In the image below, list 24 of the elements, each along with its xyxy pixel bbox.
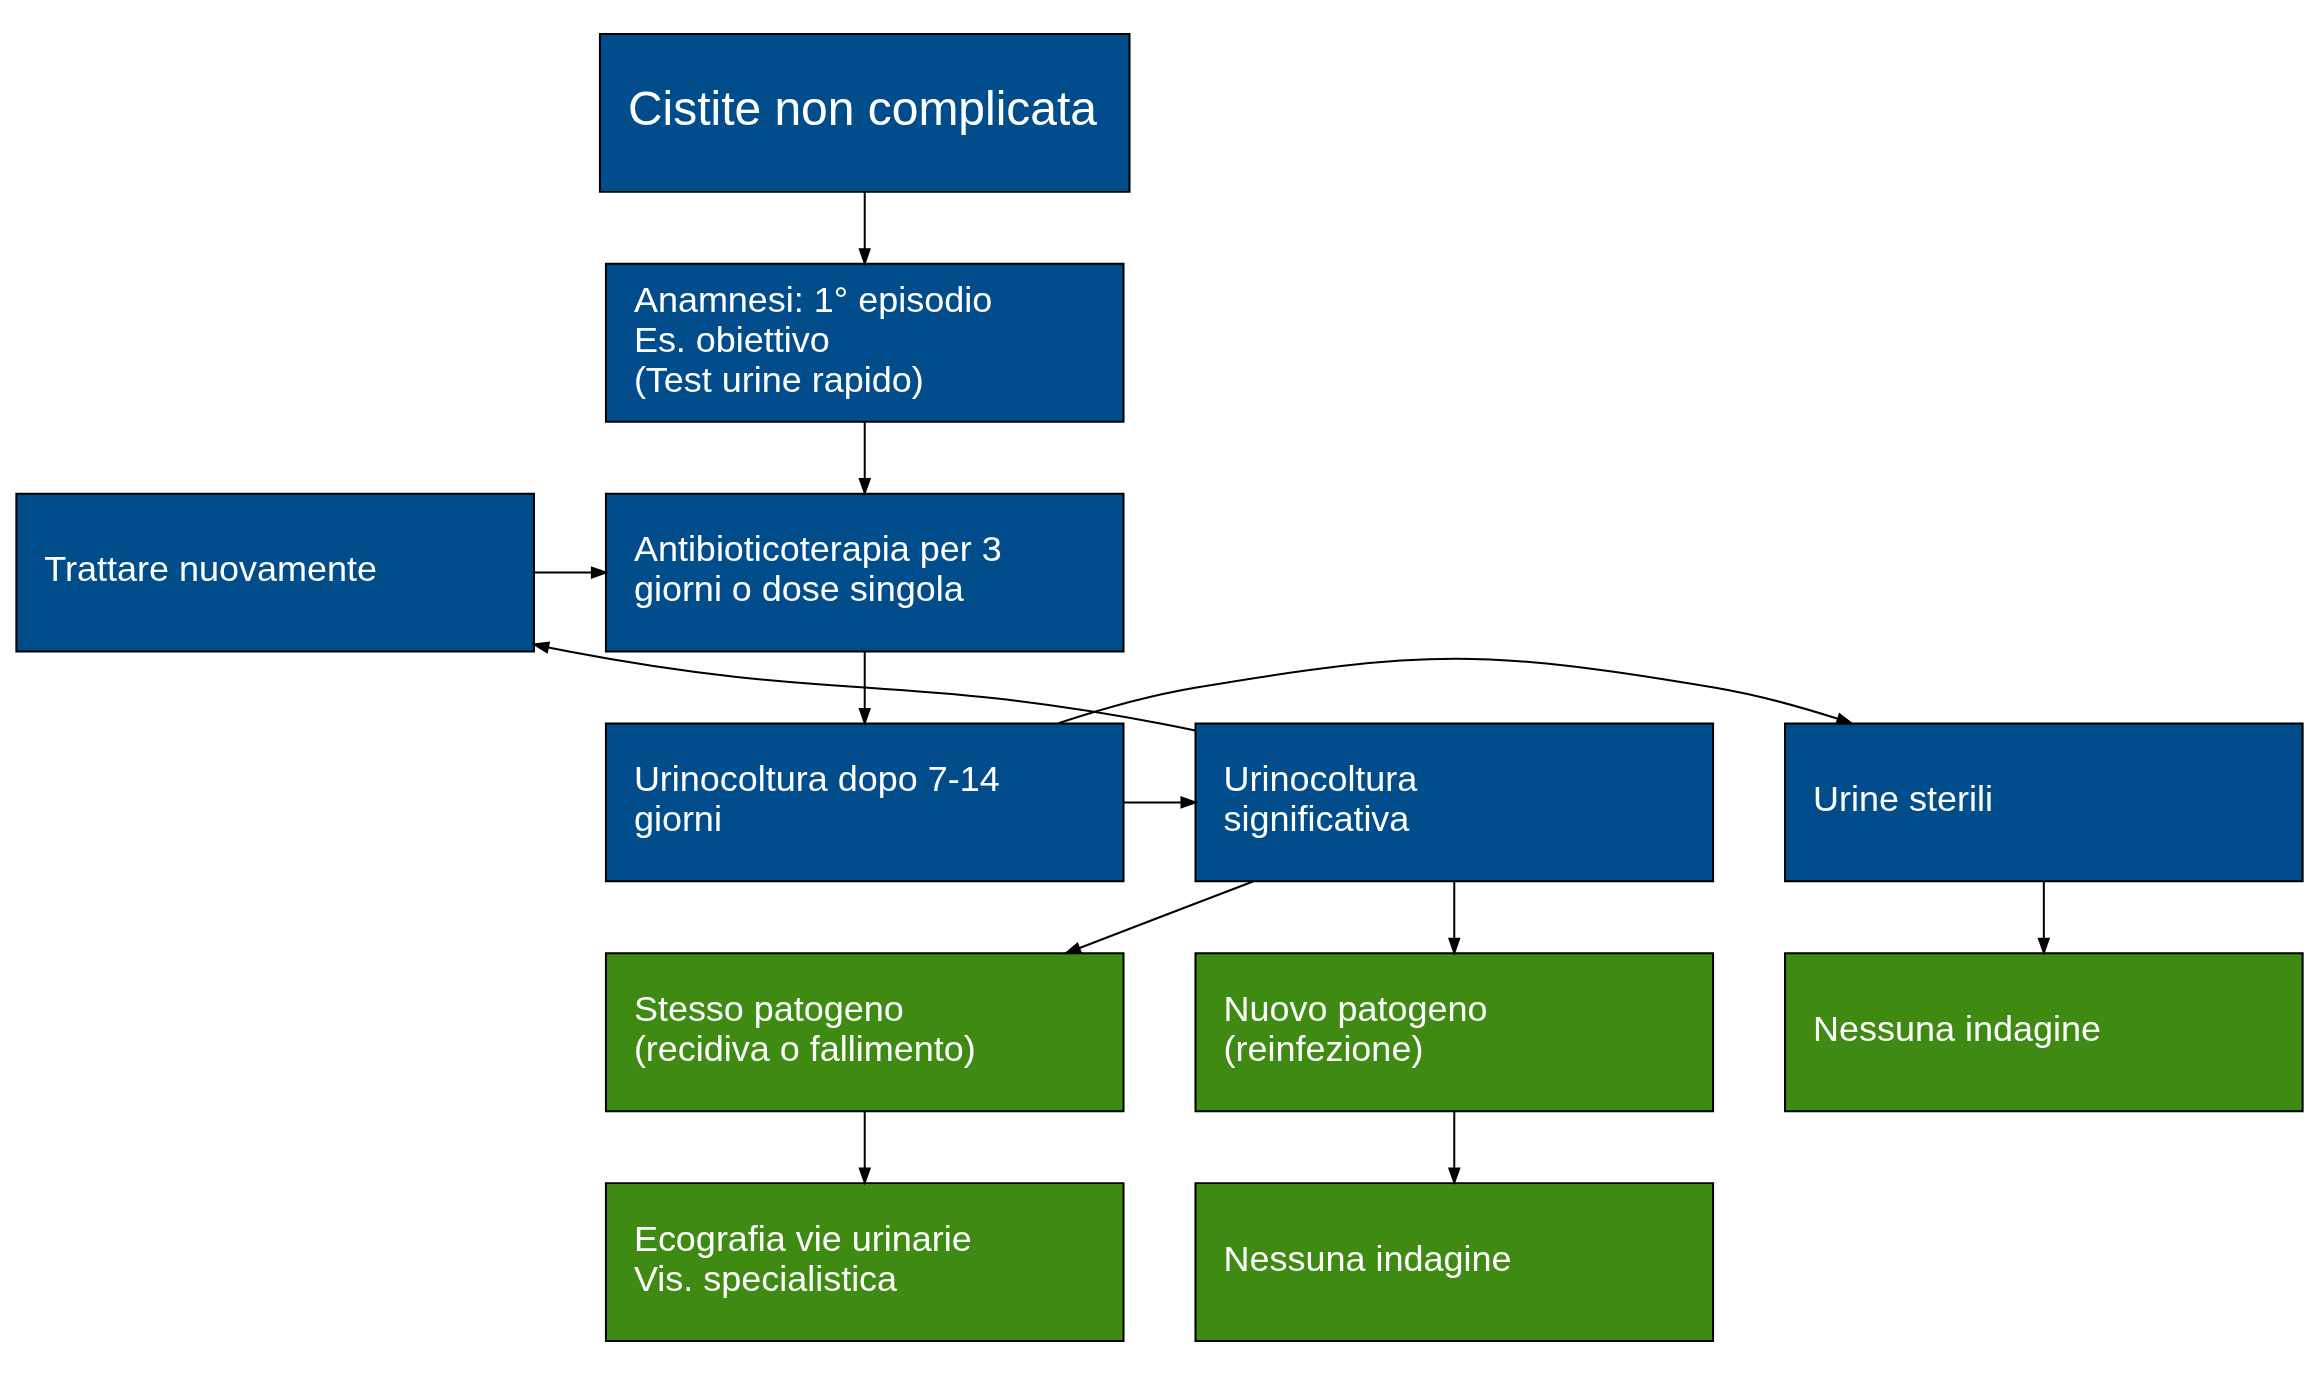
node-box: Nuovo patogeno (reinfezione) [1194, 952, 1715, 1113]
node-box: Urinocoltura significativa [1194, 722, 1715, 883]
arrow [2037, 880, 2051, 956]
node-box: Nessuna indagine [1784, 952, 2304, 1113]
arrow [1063, 880, 1255, 955]
arrow [531, 641, 1197, 732]
node-box: Urine sterili [1784, 722, 2304, 883]
node-box: Ecografia vie urinarie Vis. specialistica [604, 1182, 1125, 1342]
node-box: Cistite non complicata [598, 33, 1131, 193]
node-box: Stesso patogeno (recidiva o fallimento) [604, 952, 1125, 1113]
arrow [858, 420, 872, 497]
node-box: Antibioticoterapia per 3 giorni o dose singola [604, 492, 1125, 653]
node-box: Urinocoltura dopo 7-14 giorni [604, 722, 1125, 883]
arrow [858, 650, 872, 726]
node-box: Nessuna indagine [1194, 1182, 1715, 1342]
arrow [1447, 1110, 1461, 1186]
arrow [858, 191, 872, 267]
arrow [1122, 796, 1199, 809]
arrow [1447, 880, 1461, 956]
arrow [533, 566, 609, 579]
node-box: Anamnesi: 1° episodio Es. obiettivo (Test urine rapido) [604, 262, 1125, 423]
node-box: Trattare nuovamente [15, 492, 535, 653]
arrow [858, 1110, 872, 1186]
arrow [1057, 657, 1855, 725]
